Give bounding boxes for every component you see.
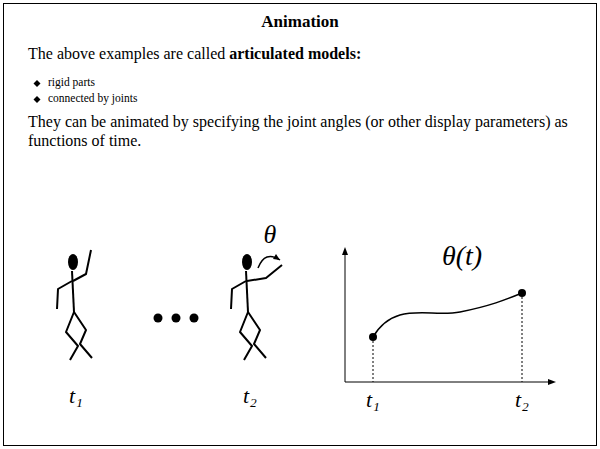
bullet-diamond [34, 80, 41, 87]
intro-line: The above examples are calledarticulated… [28, 45, 361, 63]
angle-symbol: θ [264, 220, 277, 250]
ellipsis-dots [154, 314, 199, 323]
theta-curve [373, 293, 522, 337]
time-label: t₁ [366, 387, 380, 413]
dashed-guide [373, 337, 374, 382]
bullet-text: rigid parts [48, 76, 95, 88]
slide-border [4, 4, 597, 446]
intro-text: The above examples are called [28, 45, 225, 62]
body-text: They can be animated by specifying the j… [28, 112, 573, 150]
slide-title: Animation [261, 12, 338, 32]
stick-figure [231, 254, 282, 360]
bullet-diamond [34, 96, 41, 103]
arrow-head [273, 254, 280, 260]
keyframe-dot [369, 333, 377, 341]
time-label: t₁ [69, 383, 83, 409]
time-label: t₂ [243, 383, 257, 409]
time-label: t₂ [515, 387, 529, 413]
graph-label: θ(t) [442, 240, 482, 272]
dashed-guide [522, 293, 523, 382]
bullet-text: connected by joints [48, 92, 137, 104]
key-term: articulated models: [229, 45, 361, 62]
keyframe-dot [518, 289, 526, 297]
stick-figure [57, 250, 92, 360]
